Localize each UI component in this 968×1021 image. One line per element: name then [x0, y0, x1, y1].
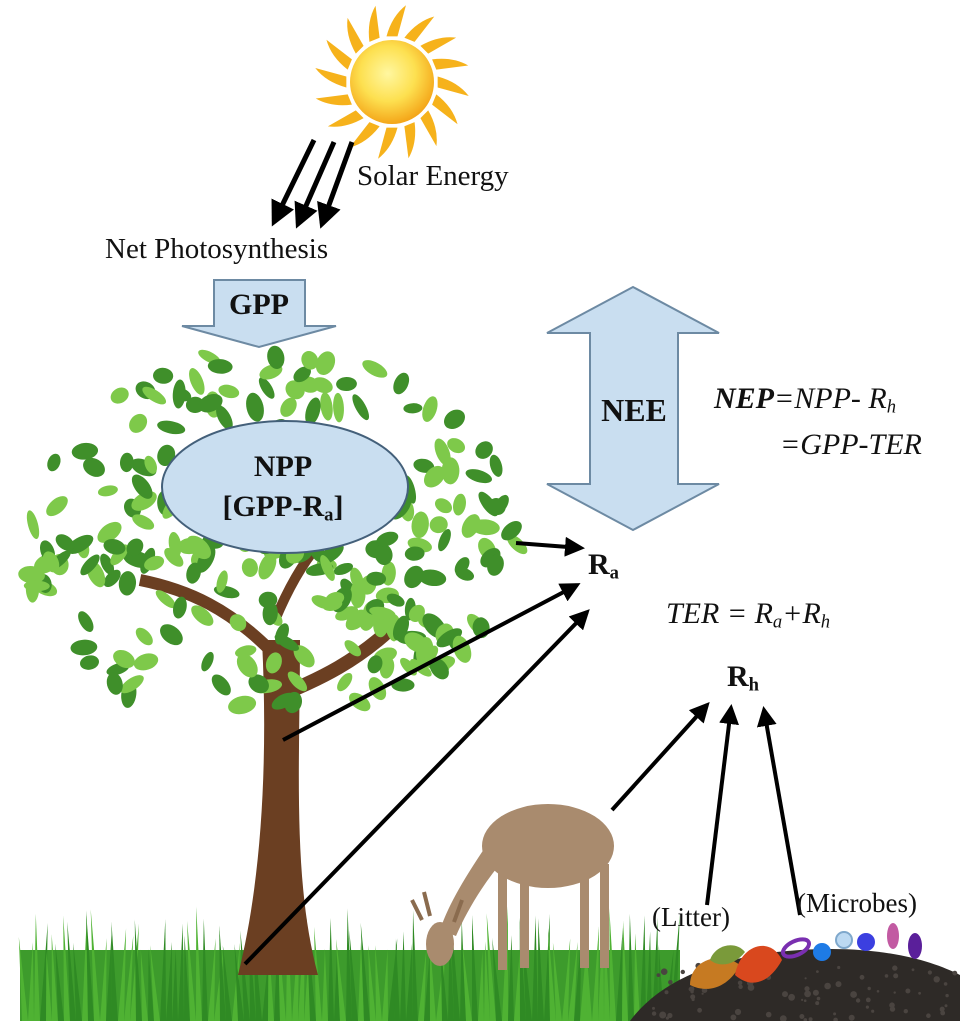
ra-label: Ra: [588, 548, 619, 585]
npp-title: NPP: [163, 450, 403, 484]
nep-equation-line1: NEP=NPP- Rh: [714, 382, 896, 419]
sun-icon: [315, 5, 468, 158]
net-photosynthesis-label: Net Photosynthesis: [105, 233, 328, 266]
npp-ellipse: [162, 421, 408, 553]
npp-formula: [GPP-Ra]: [163, 490, 403, 527]
solar-energy-label: Solar Energy: [357, 160, 509, 193]
microbes-label: (Microbes): [797, 888, 917, 919]
deer-icon: [412, 804, 614, 970]
rh-label: Rh: [727, 660, 759, 697]
nep-equation-line2: =GPP-TER: [780, 428, 922, 462]
ter-equation: TER = Ra+Rh: [666, 597, 830, 634]
litter-label: (Litter): [652, 902, 730, 933]
solar-energy-arrows: [274, 140, 352, 224]
tree-icon: [17, 344, 530, 975]
gpp-label: GPP: [219, 288, 299, 322]
nee-label: NEE: [590, 392, 678, 429]
